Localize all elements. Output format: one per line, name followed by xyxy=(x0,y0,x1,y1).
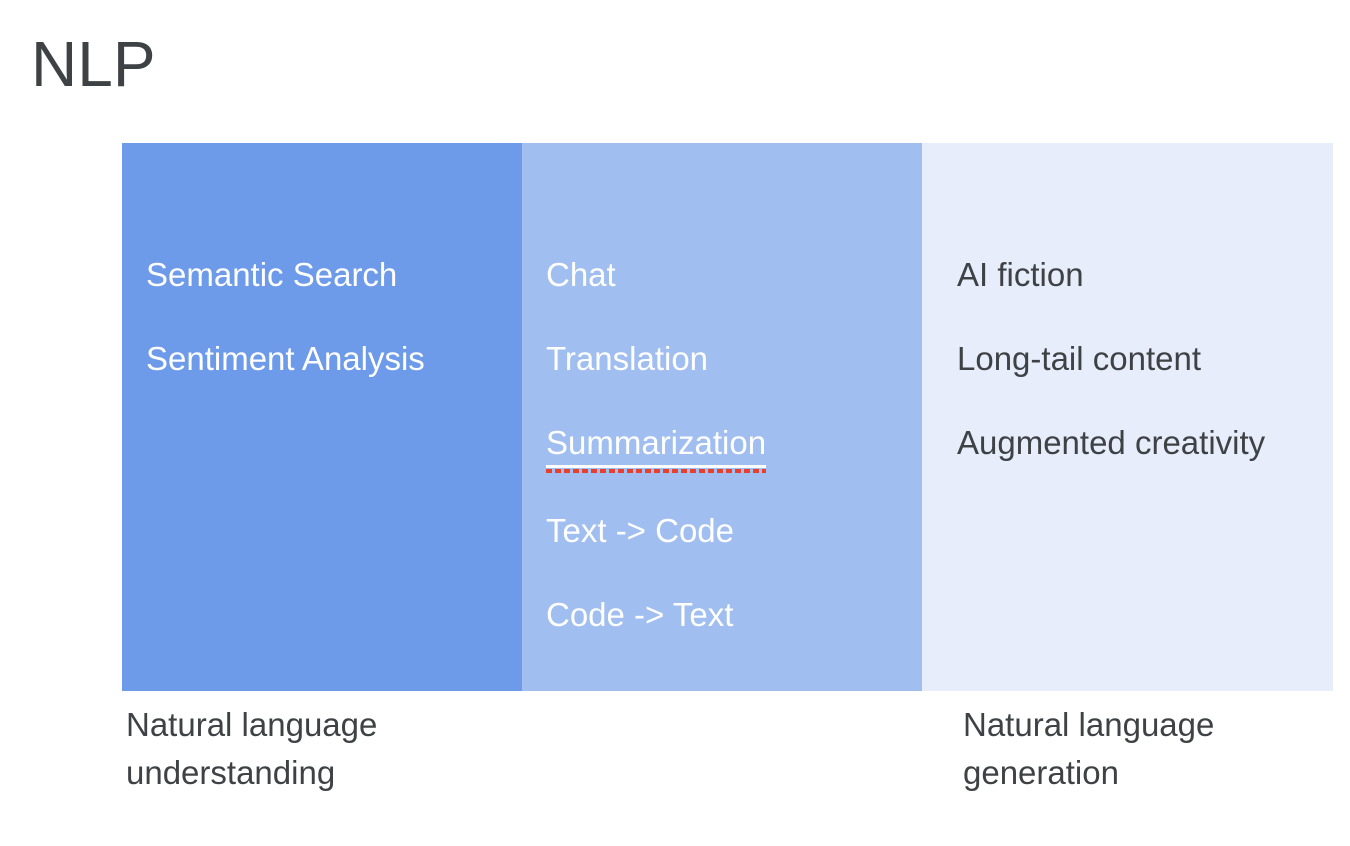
page-title: NLP xyxy=(31,28,156,100)
nlg-item-ai-fiction: AI fiction xyxy=(957,256,1084,293)
column-natural-language-understanding: Semantic Search Sentiment Analysis xyxy=(122,143,522,691)
summarization-spellcheck-underline: Summarization xyxy=(546,422,767,473)
footnote-natural-language-generation: Natural language generation xyxy=(963,706,1215,791)
middle-item-code-to-text: Code -> Text xyxy=(546,596,734,633)
nlu-item-sentiment-analysis: Sentiment Analysis xyxy=(146,340,425,377)
column-natural-language-generation: AI fiction Long-tail content Augmented c… xyxy=(922,143,1333,691)
nlp-columns-board: Semantic Search Sentiment Analysis Chat … xyxy=(122,143,1333,691)
footnote-natural-language-understanding: Natural language understanding xyxy=(126,706,378,791)
middle-item-text-to-code: Text -> Code xyxy=(546,512,735,549)
nlu-item-semantic-search: Semantic Search xyxy=(146,256,398,293)
column-middle-tasks: Chat Translation Summarization Text -> C… xyxy=(522,143,922,691)
middle-item-chat: Chat xyxy=(546,256,616,293)
nlg-item-augmented-creativity: Augmented creativity xyxy=(957,424,1266,461)
nlg-item-long-tail-content: Long-tail content xyxy=(957,340,1202,377)
middle-item-summarization: Summarization xyxy=(546,422,912,473)
middle-item-translation: Translation xyxy=(546,340,709,377)
